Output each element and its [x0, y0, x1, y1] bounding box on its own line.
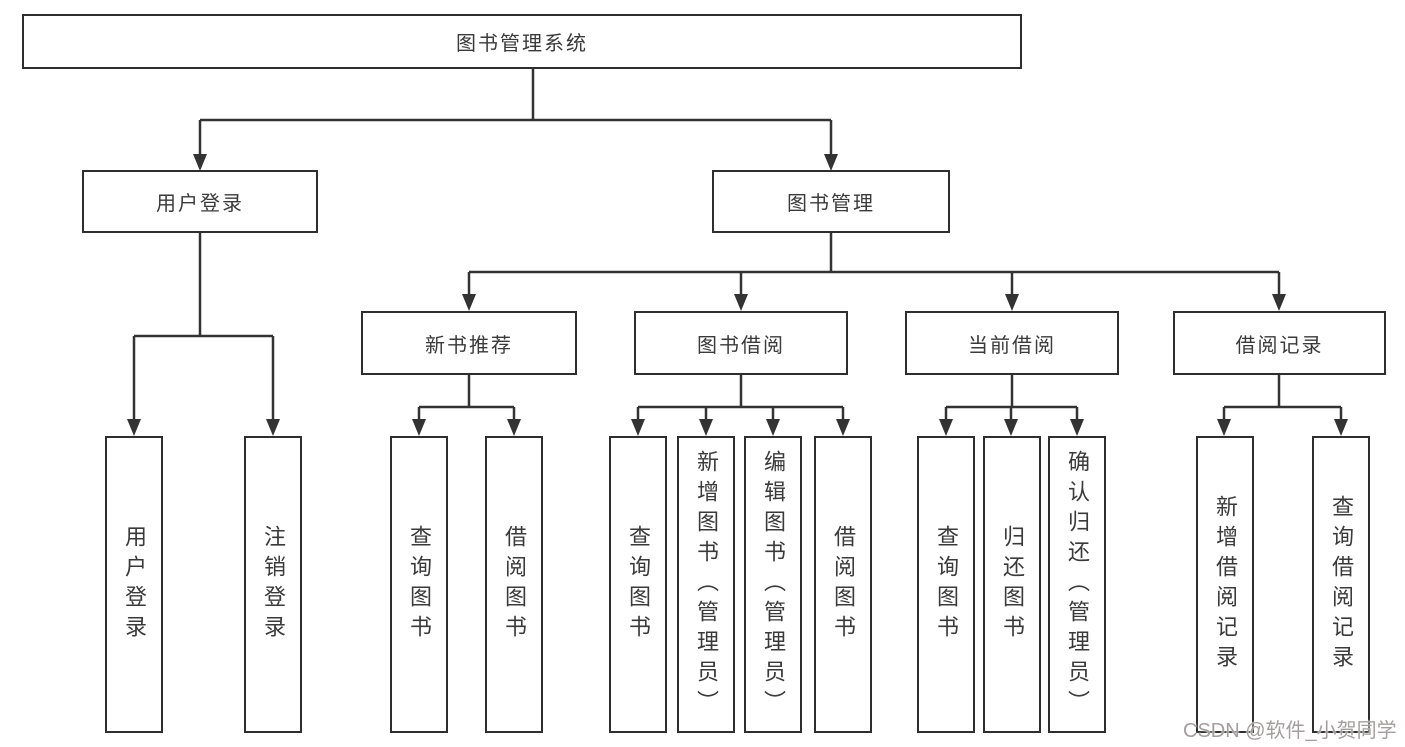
connector-root-to-level1 — [193, 69, 838, 171]
arrowhead-icon — [1334, 419, 1348, 436]
watermark: CSDN @软件_小贺同学 — [1183, 720, 1397, 742]
arrowhead-icon — [507, 419, 521, 436]
node-borrow-records: 借阅记录 — [1173, 311, 1386, 375]
node-new-book-recommend: 新书推荐 — [361, 311, 577, 375]
arrowhead-icon — [939, 419, 953, 436]
arrowhead-icon — [127, 419, 141, 436]
node-current-borrow: 当前借阅 — [905, 311, 1119, 375]
leaf-return-books: 归还图书 — [983, 436, 1041, 733]
arrowhead-icon — [1070, 419, 1084, 436]
leaf-add-borrow-record: 新增借阅记录 — [1196, 436, 1254, 733]
node-book-borrow: 图书借阅 — [634, 311, 848, 375]
connector-book-borrow-to-leaves — [631, 375, 850, 436]
arrowhead-icon — [1004, 419, 1018, 436]
arrowhead-icon — [1005, 294, 1019, 311]
leaf-borrow-books: 借阅图书 — [814, 436, 872, 733]
connector-current-borrow-to-leaves — [939, 375, 1084, 436]
connector-new-book-to-leaves — [412, 375, 521, 436]
arrowhead-icon — [824, 154, 838, 171]
leaf-edit-books-admin: 编辑图书（管理员） — [744, 436, 802, 733]
leaf-add-books-admin: 新增图书（管理员） — [677, 436, 735, 733]
arrowhead-icon — [766, 419, 780, 436]
leaf-borrow-books-recommend: 借阅图书 — [485, 436, 543, 733]
leaf-query-borrow-record: 查询借阅记录 — [1312, 436, 1370, 733]
leaf-user-login: 用户登录 — [105, 436, 163, 733]
connector-book-mgmt-to-level2 — [462, 233, 1286, 311]
connector-user-login-to-leaves — [127, 233, 280, 436]
arrowhead-icon — [631, 419, 645, 436]
arrowhead-icon — [734, 294, 748, 311]
leaf-confirm-return-admin: 确认归还（管理员） — [1048, 436, 1106, 733]
leaf-query-books-current: 查询图书 — [917, 436, 975, 733]
leaf-query-books-recommend: 查询图书 — [390, 436, 448, 733]
leaf-query-books-borrow: 查询图书 — [609, 436, 667, 733]
leaf-logout: 注销登录 — [244, 436, 302, 733]
arrowhead-icon — [1217, 419, 1231, 436]
node-user-login: 用户登录 — [82, 170, 318, 233]
connector-borrow-records-to-leaves — [1217, 375, 1348, 436]
node-root-library-system: 图书管理系统 — [22, 14, 1022, 69]
arrowhead-icon — [699, 419, 713, 436]
arrowhead-icon — [836, 419, 850, 436]
arrowhead-icon — [462, 294, 476, 311]
arrowhead-icon — [266, 419, 280, 436]
node-book-management: 图书管理 — [712, 170, 950, 233]
arrowhead-icon — [412, 419, 426, 436]
arrowhead-icon — [193, 154, 207, 171]
arrowhead-icon — [1272, 294, 1286, 311]
